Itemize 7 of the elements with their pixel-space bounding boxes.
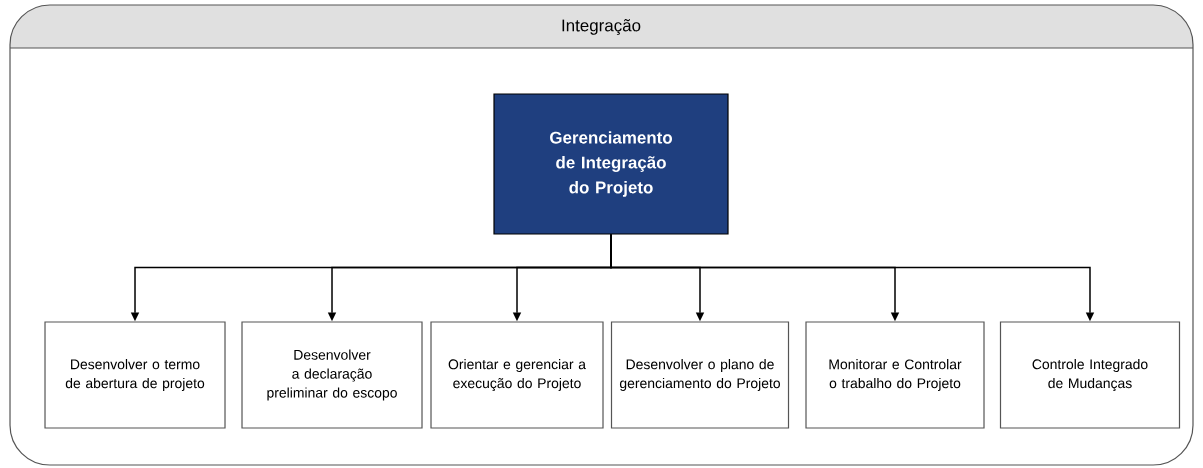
process-box: Gerenciamento de Integração do Projeto xyxy=(493,93,729,235)
process-box: Orientar e gerenciar a execução do Projeto xyxy=(430,321,604,429)
process-box: Desenvolver a declaração preliminar do escopo xyxy=(241,321,423,429)
process-box: Controle Integrado de Mudanças xyxy=(999,321,1181,429)
process-box: Monitorar e Controlar o trabalho do Projeto xyxy=(805,321,985,429)
process-box: Desenvolver o plano de gerenciamento do Projeto xyxy=(610,321,790,429)
process-box: Desenvolver o termo de abertura de projeto xyxy=(44,321,226,429)
